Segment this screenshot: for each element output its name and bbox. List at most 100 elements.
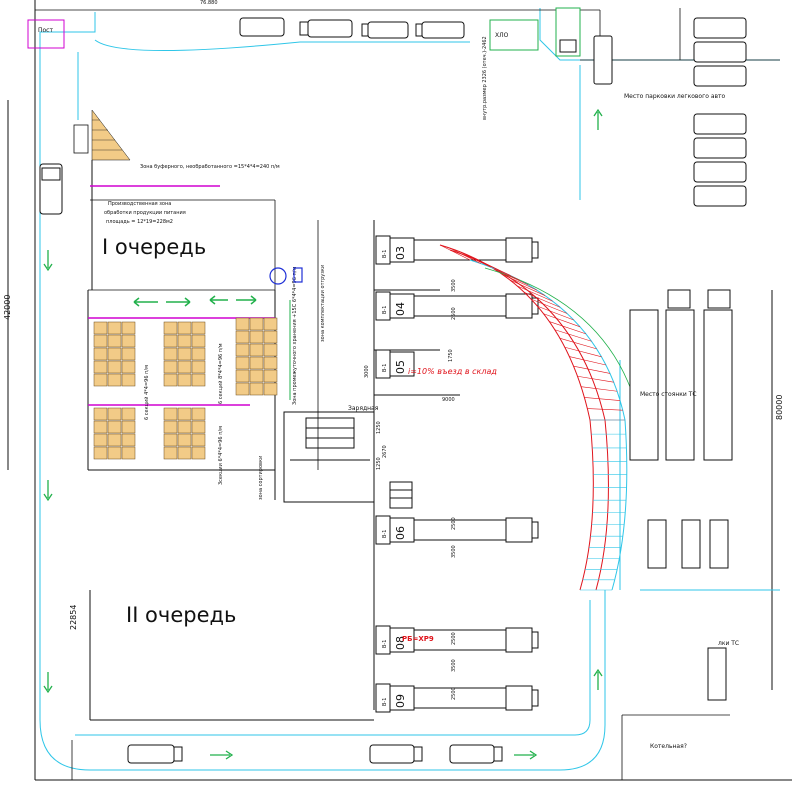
rack-cell — [93, 407, 108, 421]
ramp-rung — [569, 356, 607, 366]
production-zone-label-2: обработки продукции питания — [104, 210, 186, 216]
ramp-rung — [459, 251, 492, 268]
truck-icon — [413, 293, 539, 319]
rack-cell — [235, 382, 250, 396]
gate-number-box — [389, 293, 415, 319]
rack-cell — [121, 347, 136, 361]
dimension-2500d: 2500 — [451, 687, 457, 700]
truck-stand-label-2: лки ТС — [718, 640, 739, 647]
rack-cell — [191, 347, 206, 361]
rack-cell — [191, 420, 206, 434]
gate-number: 06 — [394, 526, 407, 540]
dimension-1250b: 1250 — [376, 457, 382, 470]
loading-gate: В-1 06 — [375, 515, 539, 545]
rack-cell — [107, 446, 122, 460]
truck-icon — [127, 744, 183, 764]
ramp-curve — [439, 244, 641, 591]
building-2-walls — [89, 590, 374, 721]
dimension-3500b: 3500 — [451, 545, 457, 558]
rack-cell — [93, 334, 108, 348]
rack-cell — [107, 433, 122, 447]
ramp-rung — [564, 346, 602, 358]
ramp-rung — [543, 313, 581, 328]
rack-cell — [235, 356, 250, 370]
truck-icon — [413, 517, 539, 543]
dimension-80000: 80000 — [775, 395, 784, 420]
ramp-rung — [494, 268, 529, 286]
rack-cell — [249, 382, 264, 396]
rack-cell — [121, 334, 136, 348]
ramp-rung — [587, 408, 623, 411]
loading-wall — [373, 220, 460, 710]
rack-cell — [107, 373, 122, 387]
ramp-rung — [485, 263, 520, 281]
ramp-rung — [449, 247, 481, 264]
xlo-box — [489, 19, 539, 51]
rack-cell — [177, 407, 192, 421]
rack-cell — [93, 321, 108, 335]
dimension-3000: 3000 — [364, 365, 370, 378]
rack-cell — [177, 433, 192, 447]
truck-icon — [415, 21, 465, 39]
gate-number-box — [389, 685, 415, 711]
gate-code: В-1 — [382, 306, 388, 314]
rack-cell — [263, 317, 278, 331]
gate-code: В-1 — [382, 530, 388, 538]
queue-2-label: II очередь — [126, 603, 236, 627]
rack-cell — [93, 373, 108, 387]
rack-cell — [263, 356, 278, 370]
rack-cell — [191, 446, 206, 460]
rack-cell — [93, 347, 108, 361]
ramp-rung — [573, 365, 611, 374]
dimension-2500a: 2500 — [451, 307, 457, 320]
dimension-1250: 1250 — [376, 421, 382, 434]
dimension-3500c: 3500 — [451, 659, 457, 672]
dimension-1750: 1750 — [448, 349, 454, 362]
gate-number: 03 — [394, 246, 407, 260]
rack-cell — [163, 433, 178, 447]
ramp-rung — [554, 329, 592, 342]
rack-cell — [177, 373, 192, 387]
truck-icon — [707, 647, 727, 701]
gate-code: В-1 — [382, 640, 388, 648]
truck-icon — [449, 744, 503, 764]
xlo-label: ХЛО — [495, 32, 509, 39]
post-label: Пост — [38, 27, 53, 34]
xlo-vehicle — [555, 7, 581, 57]
rack-cell — [107, 420, 122, 434]
ramp-rung — [439, 244, 471, 261]
gate-number-box — [389, 351, 415, 377]
rack-cell — [249, 343, 264, 357]
equipment-icon — [269, 267, 303, 285]
rack-cell — [107, 334, 122, 348]
rack-cell — [163, 446, 178, 460]
ramp-rung — [581, 386, 618, 392]
rack-cell — [107, 347, 122, 361]
ramp-rung — [577, 375, 614, 383]
truck-icon — [413, 627, 539, 653]
production-zone-label-1: Производственная зона — [108, 201, 171, 207]
rack-cell — [191, 360, 206, 374]
rack-cell — [235, 330, 250, 344]
rack-cell — [93, 433, 108, 447]
rack-cell — [121, 433, 136, 447]
gate-number: 04 — [394, 302, 407, 316]
rack-cell — [263, 343, 278, 357]
complect-zone-label: зона комплектации отгрузки — [320, 265, 326, 342]
rack-cell — [235, 317, 250, 331]
top-trucks — [239, 17, 465, 39]
dimension-3500a: 3500 — [451, 279, 457, 292]
dimension-22854: 22854 — [69, 605, 78, 630]
rack-cell — [121, 373, 136, 387]
truck-icon — [239, 17, 285, 37]
buffer-zone-label: Зона буферного, необработанного =15*4*4=… — [140, 164, 280, 170]
red-tag: РБ=ХР9 — [402, 635, 434, 643]
ramp-rung — [559, 338, 597, 350]
truck-icon — [413, 237, 539, 263]
truck-icon — [369, 744, 423, 764]
rack-cell — [107, 360, 122, 374]
rack-cell — [177, 360, 192, 374]
arrow-icon — [133, 295, 257, 307]
